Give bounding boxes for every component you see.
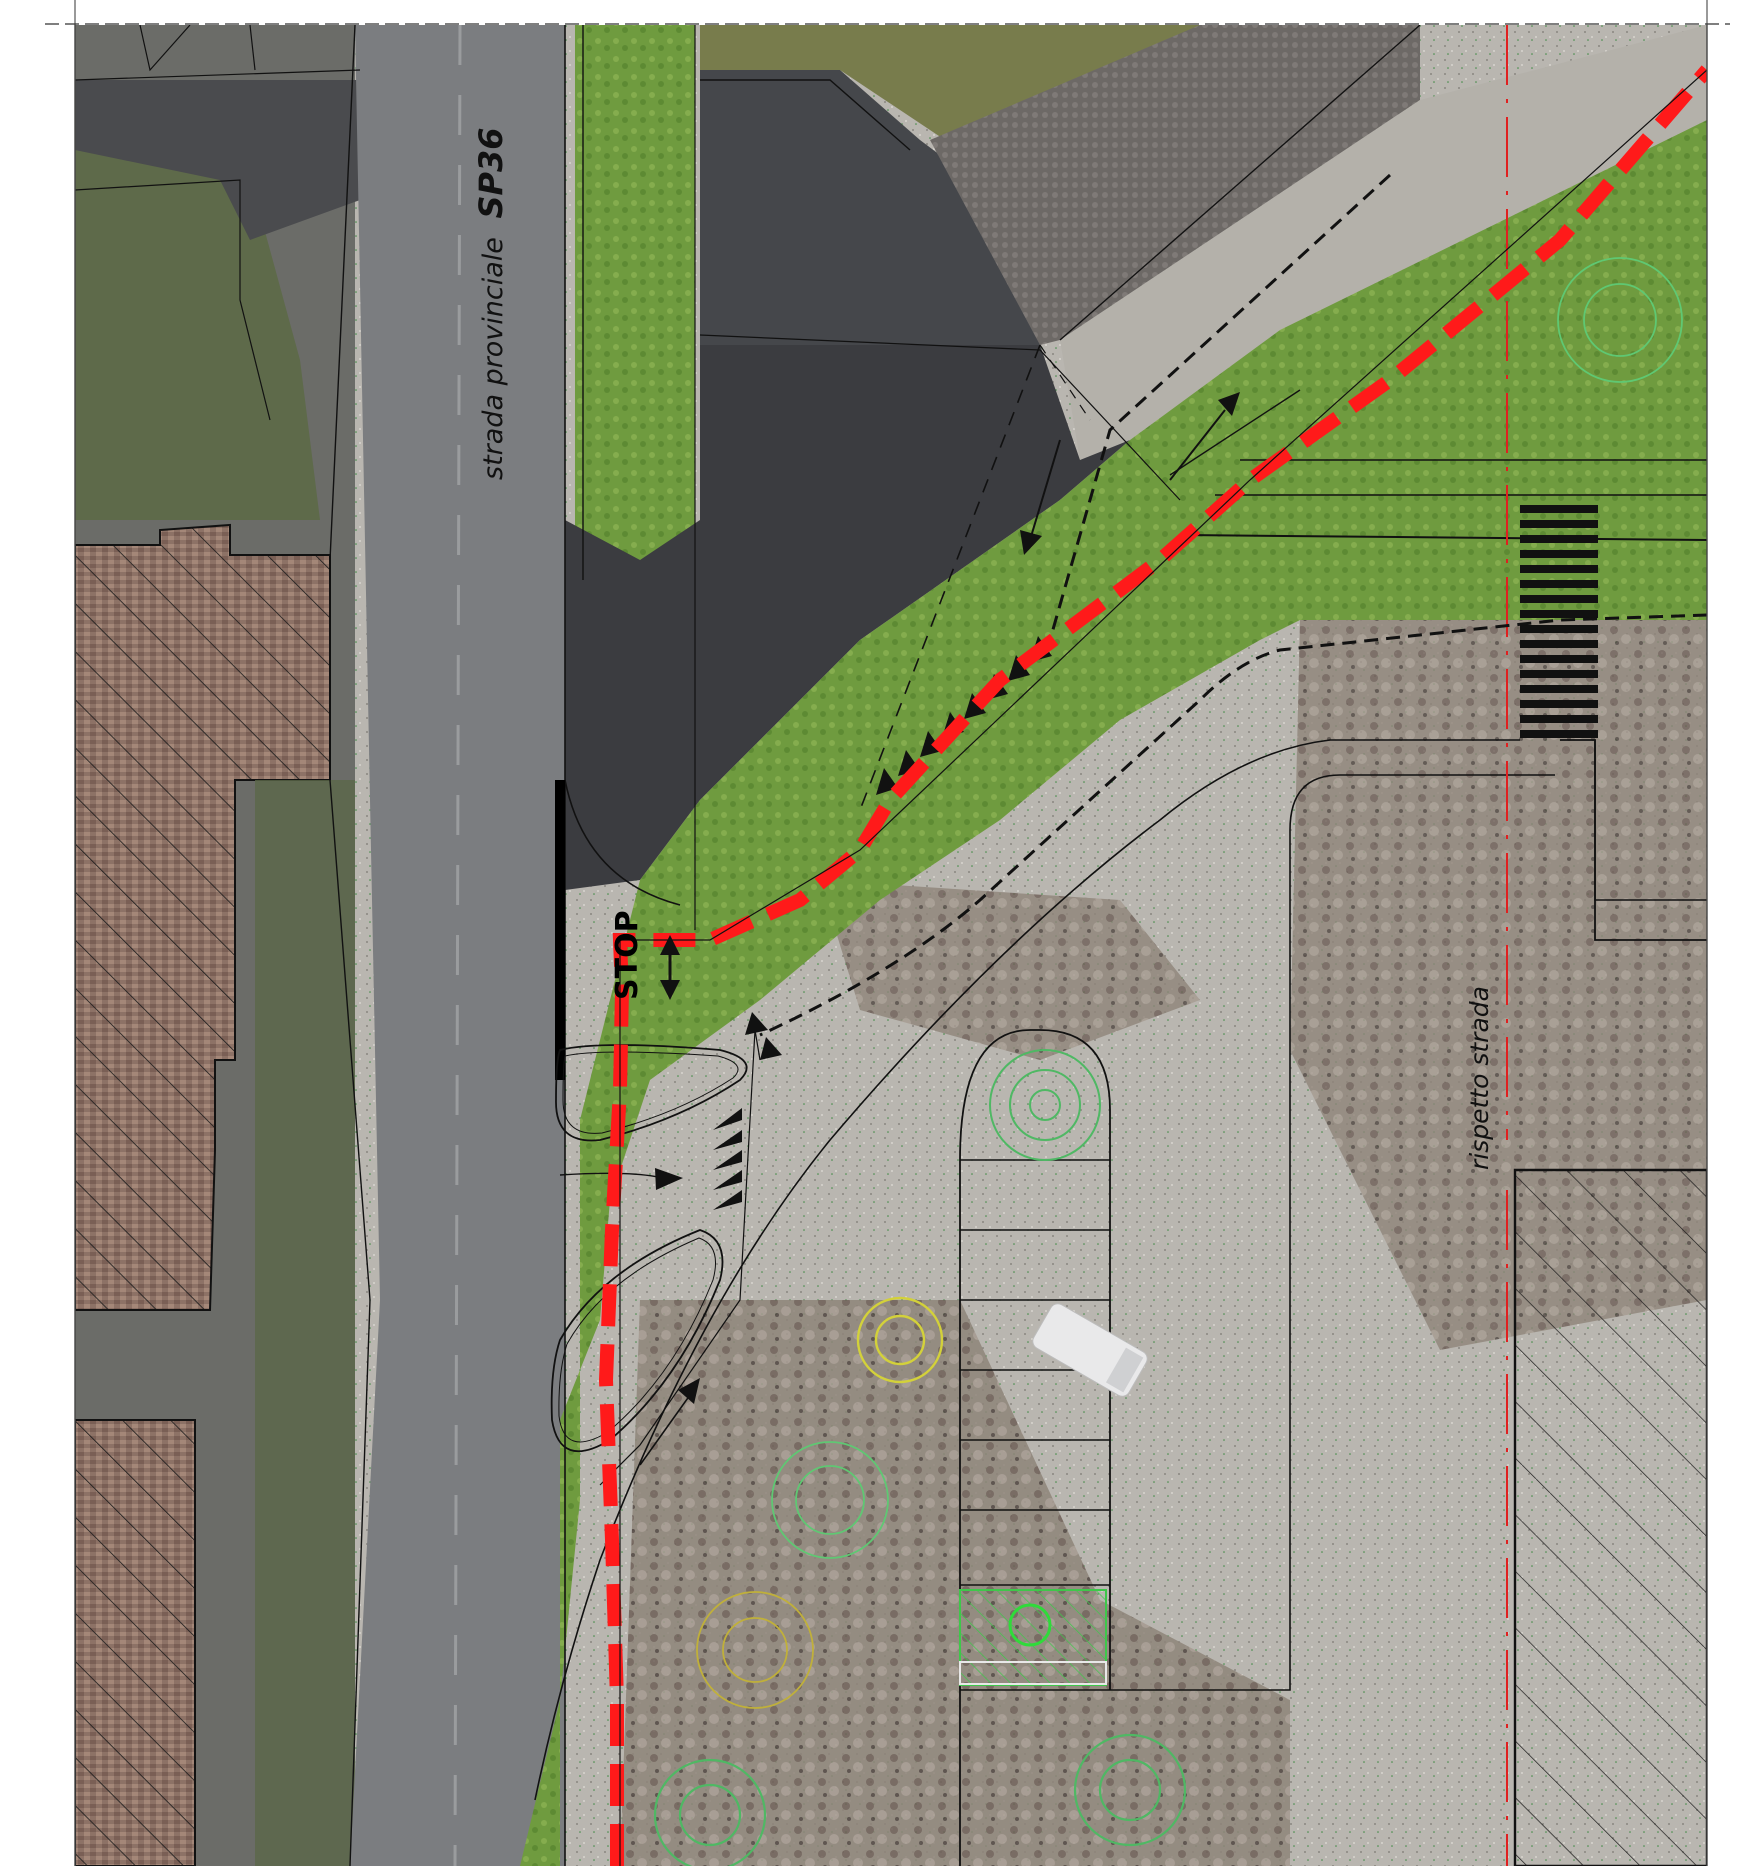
traffic-island-north: [555, 1044, 748, 1142]
tree-icon: [696, 1591, 814, 1709]
tree-icon: [1557, 257, 1683, 383]
setback-label: rispetto strada: [1465, 986, 1494, 1170]
yield-teeth-east: [745, 1012, 782, 1060]
road-name-label: strada provinciale SP36: [472, 127, 510, 480]
cobbled-drive: [930, 25, 1420, 345]
direction-arrow-northeast-south: [639, 1378, 700, 1466]
cadastral-line-9: [249, 25, 256, 71]
parking-lot-north: [700, 70, 1040, 345]
cadastral-line-5: [699, 334, 1181, 501]
lane-guide-1: [1169, 389, 1301, 476]
shrub-area: [1290, 600, 1707, 1350]
lane-edge-east-dashed: [1048, 173, 1392, 641]
cycle-path-red: [598, 65, 1707, 1866]
direction-arrow-south: [1020, 439, 1061, 555]
grass-verge: [520, 120, 1707, 1866]
lawn-north: [700, 25, 1200, 150]
lane-edge-west-dashed: [1039, 344, 1091, 421]
cadastral-line-7: [75, 179, 271, 421]
tree-icon: [1073, 1733, 1187, 1847]
cadastral-line-6: [75, 69, 361, 81]
lane-guide-2: [599, 1029, 761, 1486]
cycle-path-red-guide: [619, 69, 1707, 1866]
shrub-area-middle: [820, 880, 1200, 1060]
plan-curve-east: [960, 774, 1555, 1691]
junction-asphalt: [565, 345, 1130, 890]
plan-curve-east-2: [534, 739, 1520, 1801]
stop-road-marking: STOP: [610, 910, 645, 1000]
accessible-symbol-icon: [1008, 1603, 1052, 1647]
tree-icon: [653, 1758, 767, 1866]
parked-vehicle: [1032, 1303, 1148, 1397]
grass-median-north: [575, 25, 695, 580]
tree-icon: [771, 1441, 889, 1559]
traffic-island-north-inner: [562, 1051, 739, 1134]
gravel-driveway: [1060, 25, 1707, 460]
west-strip-grass: [255, 780, 355, 1866]
road-centerline: [453, 25, 462, 1866]
yield-teeth-west: [713, 1108, 742, 1210]
traffic-island-south-inner: [558, 1237, 716, 1443]
cadastral-line-1: [329, 25, 371, 1866]
pedestrian-crossing: [1520, 505, 1598, 738]
accessible-parking-strip: [959, 1661, 1107, 1685]
tree-icon: [989, 1049, 1101, 1161]
parking-bays-outline: [959, 1029, 1111, 1866]
plan-line-3: [1184, 534, 1707, 541]
shrub-area-south: [620, 1300, 1290, 1866]
direction-arrow-left-turn: [660, 935, 680, 1000]
building-east: [1513, 1168, 1707, 1866]
building-west-2-hatch: [75, 1419, 196, 1866]
traffic-island-south: [550, 1229, 724, 1453]
direction-arrow-northeast: [1169, 392, 1240, 481]
tree-icon: [856, 1296, 944, 1384]
lane-edge-north-dashed: [859, 344, 1041, 811]
west-driveway: [75, 80, 360, 240]
cadastral-line-8: [139, 25, 191, 72]
direction-arrow-east: [655, 1168, 683, 1190]
plan-line-5: [1594, 740, 1707, 901]
cadastral-line-10: [700, 79, 911, 151]
stop-line-curb: [555, 780, 565, 1080]
lane-edge-south-dashed: [759, 613, 1707, 1037]
junction-curb: [564, 779, 681, 906]
cadastral-line-11: [1059, 25, 1421, 341]
